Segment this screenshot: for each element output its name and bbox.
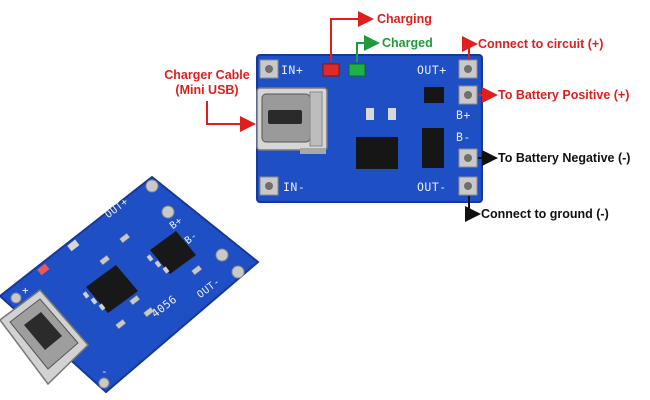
- arrow-charged: [356, 35, 380, 62]
- pin-label-in-minus: IN-: [283, 180, 306, 194]
- pin-label-out-plus: OUT+: [417, 63, 447, 77]
- label-connect-circuit: Connect to circuit (+): [478, 37, 604, 51]
- label-charging: Charging: [377, 12, 432, 26]
- bottom-charging-led: [37, 263, 50, 276]
- top-board-ic: [356, 137, 398, 169]
- arrow-charger-cable: [206, 101, 256, 132]
- usb-c-connector: [0, 288, 90, 386]
- label-charger-cable-line2: (Mini USB): [175, 83, 239, 97]
- label-charger-cable-line1: Charger Cable: [164, 68, 250, 82]
- label-battery-positive: To Battery Positive (+): [498, 88, 630, 102]
- bottom-board-ic-right: [150, 231, 196, 274]
- charged-led: [348, 63, 366, 77]
- pin-label-out-minus: OUT-: [417, 180, 447, 194]
- bottom-board-pads: [10, 179, 245, 389]
- label-connect-ground: Connect to ground (-): [481, 207, 609, 221]
- bottom-charged-led: [67, 239, 80, 252]
- arrow-charging: [330, 11, 374, 62]
- top-board: [256, 54, 483, 203]
- pin-label-b-plus: B+: [456, 108, 471, 122]
- arrow-connect-ground: [465, 196, 481, 222]
- bottom-board-ic-left: [86, 265, 138, 313]
- label-battery-negative: To Battery Negative (-): [498, 151, 631, 165]
- label-charger-cable: Charger Cable (Mini USB): [157, 68, 257, 98]
- pin-label-in-plus: IN+: [281, 63, 304, 77]
- annotation-arrows: [206, 11, 498, 222]
- top-board-mosfet: [422, 128, 444, 168]
- bottom-label-minus: -: [101, 365, 109, 378]
- mini-usb-connector: [256, 87, 328, 154]
- label-charged: Charged: [382, 36, 433, 50]
- bottom-board: [0, 175, 260, 394]
- charging-led: [322, 63, 340, 77]
- bottom-label-plus: +: [22, 284, 30, 297]
- pin-label-b-minus: B-: [456, 130, 471, 144]
- top-board-small-chip: [424, 87, 444, 103]
- arrow-connect-circuit: [462, 36, 478, 60]
